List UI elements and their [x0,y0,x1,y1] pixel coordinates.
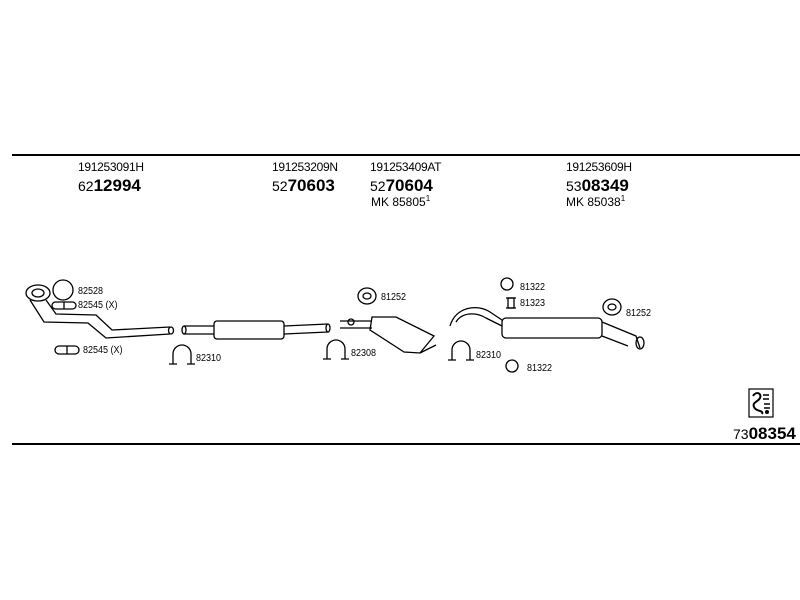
part-number-main: 08349 [581,176,629,195]
rear-silencer-drawing [449,306,645,350]
part-label-82545-x: 82545 (X) [83,345,123,356]
mk-code-sup: 1 [620,194,626,203]
hanger-bracket-drawing [506,297,516,309]
catalog-logo-icon [748,388,774,418]
ref-code-4: 191253609H [566,160,632,174]
ref-code-3: 191253409AT [370,160,442,174]
middle-silencer-drawing [181,320,331,340]
part-label-82310: 82310 [196,353,222,364]
front-pipe-drawing [25,284,175,339]
catalog-number-main: 08354 [748,424,796,443]
part-label-81252: 81252 [381,292,407,303]
mk-code-3: MK 858051 [371,194,430,209]
ref-code-1: 191253091H [78,160,144,174]
part-number-main: 70604 [385,176,433,195]
part-number-main: 12994 [93,176,141,195]
part-label-81252: 81252 [626,308,652,319]
part-label-81322: 81322 [527,363,553,374]
part-label-82310: 82310 [476,350,502,361]
part-label-82545-x: 82545 (X) [78,300,118,311]
clamp-drawing [51,301,77,310]
part-number-2: 5270603 [272,177,335,195]
u-clamp-drawing [323,339,349,360]
part-number-main: 70603 [287,176,335,195]
part-number-4: 5308349 [566,177,629,195]
mk-code-text: MK 85038 [566,195,621,209]
part-number-3: 5270604 [370,177,433,195]
part-number-prefix: 52 [272,178,288,194]
mk-code-4: MK 850381 [566,194,625,209]
part-number-prefix: 62 [78,178,94,194]
part-label-82528: 82528 [78,286,104,297]
u-clamp-drawing [169,344,195,365]
rubber-hanger-drawing [357,287,377,305]
clamp-drawing [54,345,80,355]
bottom-rule [12,443,800,445]
catalog-number: 7308354 [733,425,796,443]
mk-code-sup: 1 [425,194,431,203]
front-box-drawing [340,316,437,354]
u-clamp-drawing [448,340,474,361]
part-number-prefix: 52 [370,178,386,194]
part-label-81323: 81323 [520,298,546,309]
mk-code-text: MK 85805 [371,195,426,209]
gasket-ring-drawing [52,279,74,301]
catalog-number-prefix: 73 [733,426,749,442]
hanger-ring-drawing [505,359,519,373]
ref-code-2: 191253209N [272,160,338,174]
part-label-82308: 82308 [351,348,377,359]
rubber-hanger-drawing [602,298,622,316]
hanger-ring-drawing [500,277,514,291]
part-number-prefix: 53 [566,178,582,194]
part-label-81322: 81322 [520,282,546,293]
top-rule [12,154,800,156]
part-number-1: 6212994 [78,177,141,195]
